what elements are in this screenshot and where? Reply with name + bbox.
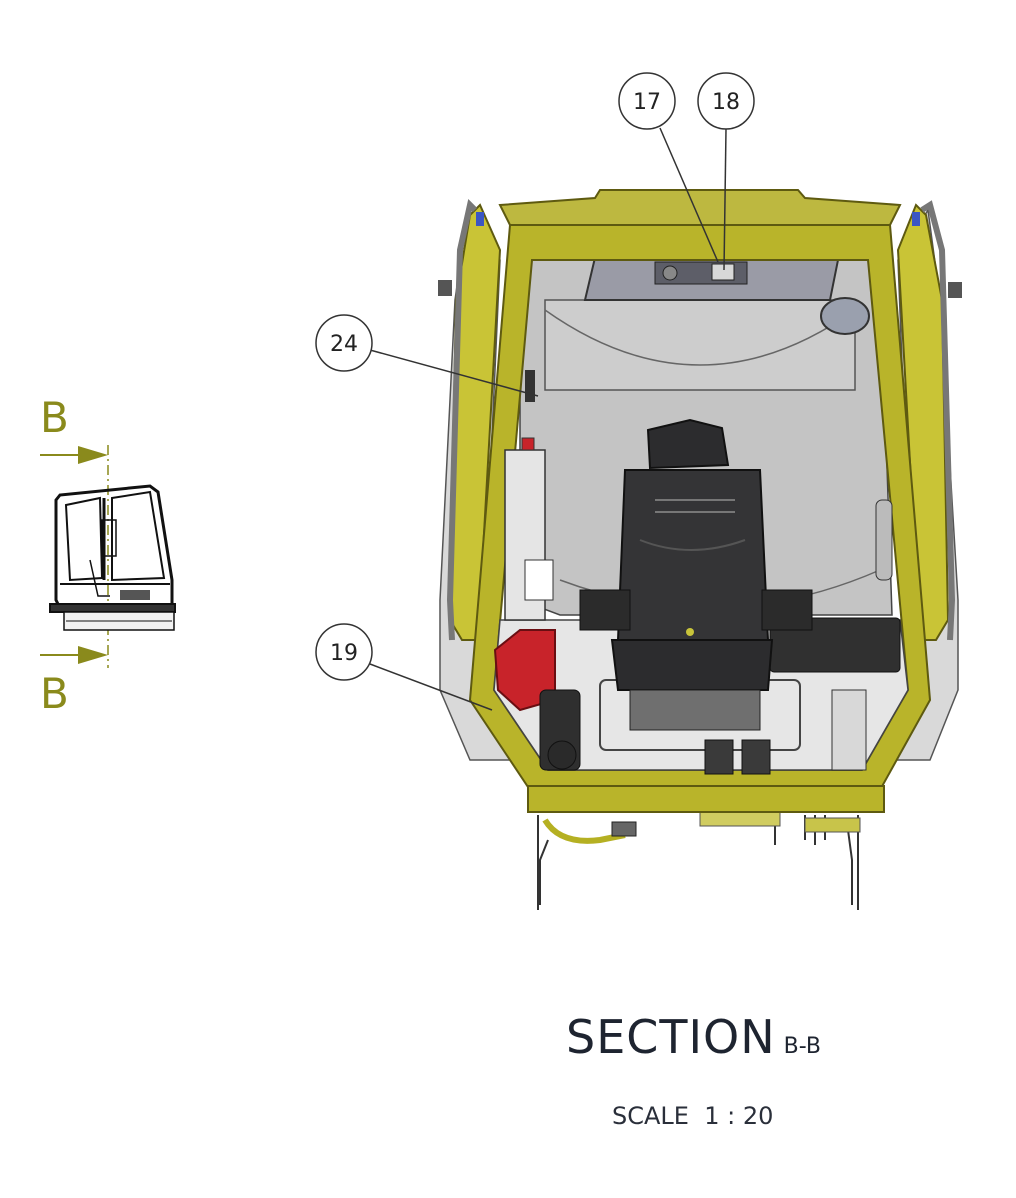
balloon-18: 18: [697, 72, 755, 271]
hvac-control: [711, 263, 735, 281]
left-beacon: [476, 212, 484, 226]
balloon-17: 17: [618, 72, 719, 263]
interior-mirror: [820, 297, 870, 335]
balloon-18-label: 18: [712, 90, 740, 115]
cab-section: [438, 189, 962, 910]
scale-label: SCALE 1 : 20: [612, 1102, 774, 1130]
balloon-19-label: 19: [330, 641, 358, 666]
cut-letter-bottom: B: [40, 669, 69, 718]
rear-window-arc: [544, 309, 856, 366]
balloon-19: 19: [315, 623, 493, 711]
balloon-24-label: 24: [330, 332, 358, 357]
left-door-handle: [438, 280, 452, 296]
mini-cab: [49, 484, 176, 631]
cut-arrow-top: [40, 446, 108, 464]
balloon-17-label: 17: [633, 90, 661, 115]
right-handrail: [920, 200, 956, 641]
cut-letter-top: B: [40, 393, 69, 442]
cut-arrow-bottom: [40, 646, 108, 664]
rear-handle-icon: [525, 370, 535, 402]
section-title: SECTION B-B: [566, 1010, 821, 1064]
section-title-main: SECTION: [566, 1010, 776, 1064]
rear-window: [544, 299, 856, 391]
key-view: B B: [40, 393, 176, 718]
operator-seat: [579, 418, 813, 731]
left-handrail: [446, 199, 478, 641]
pedals: [704, 739, 771, 775]
hvac-knob: [662, 265, 678, 281]
balloon-24: 24: [315, 314, 539, 397]
left-control-console: [493, 370, 581, 771]
right-control-console: [769, 499, 901, 771]
section-designation: B-B: [783, 1034, 822, 1059]
red-switch-icon: [521, 437, 535, 451]
right-beacon: [912, 212, 920, 226]
bottom-beam: [527, 785, 885, 813]
right-door-handle: [948, 282, 962, 298]
undercarriage-parts: [542, 811, 861, 844]
